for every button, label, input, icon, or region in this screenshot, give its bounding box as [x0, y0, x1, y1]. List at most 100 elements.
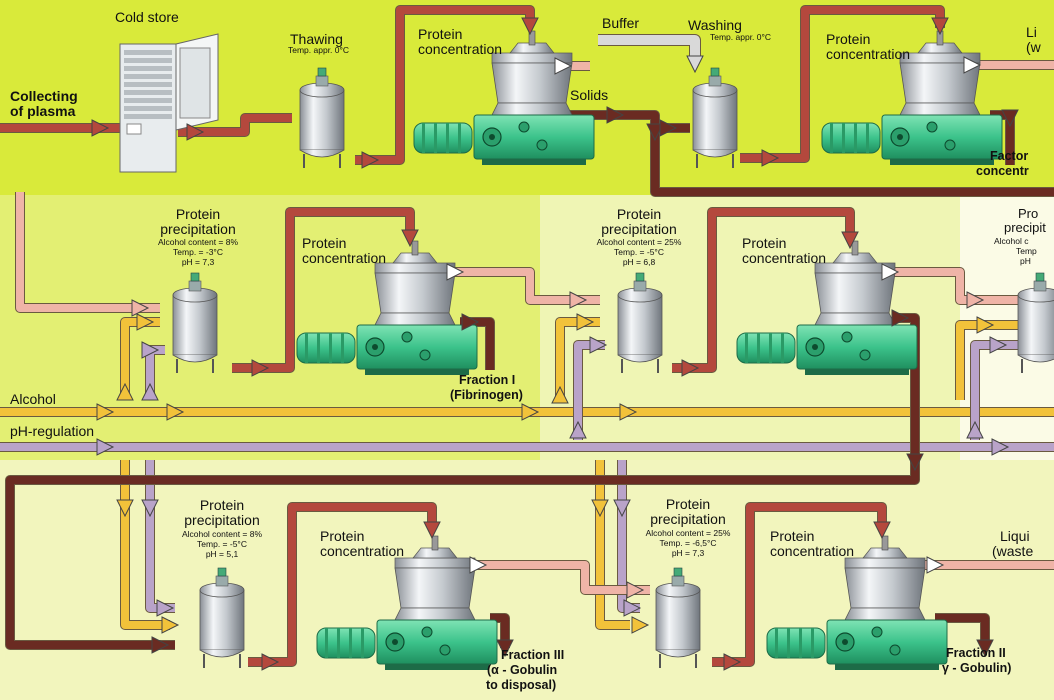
cold-store-label: Cold store [115, 9, 179, 25]
arrow-pp5-alcohol [976, 316, 995, 334]
pp4-param-3: pH = 7,3 [672, 548, 705, 558]
freezer-slat-1 [124, 58, 172, 63]
fraction3-label-2: (α - Gobulin [487, 663, 557, 677]
pc5-label-1: Protein [320, 528, 364, 544]
freezer-slat-5 [124, 90, 172, 95]
arrow-pp2-out [681, 359, 700, 377]
arrow-buffer-in [686, 55, 704, 74]
arrow-pp4-ph [623, 599, 642, 617]
pp2-label-1: Protein [617, 206, 661, 222]
to-thawing [178, 114, 292, 136]
thawing-temp: Temp. appr. 0°C [288, 45, 349, 55]
pc2-label-2: concentration [826, 46, 910, 62]
pp1-param-3: pH = 7,3 [182, 257, 215, 267]
fraction1-label-2: (Fibrinogen) [450, 388, 523, 402]
arrow-pp2-in [569, 291, 588, 309]
pp4-label-2: precipitation [650, 511, 726, 527]
equipment [119, 30, 1054, 671]
arrow-pc4-in [841, 231, 859, 250]
fraction2-label-2: γ - Gobulin) [942, 661, 1011, 675]
factor-label-1: Factor [990, 149, 1028, 163]
pc4-label-2: concentration [742, 250, 826, 266]
fraction3-label-1: Fraction III [501, 648, 564, 662]
pp1-param-2: Temp. = -3°C [173, 247, 223, 257]
solids-label: Solids [570, 87, 608, 103]
liquid-br-1: Liqui [1000, 528, 1030, 544]
pc1-label-1: Protein [418, 26, 462, 42]
arrow-alcohol-up-1 [116, 382, 134, 401]
arrow-alcohol-1 [96, 403, 115, 421]
pc3-label-1: Protein [302, 235, 346, 251]
arrow-pc2-liquid [963, 56, 982, 74]
pp-right-label-1: Pro [1018, 206, 1038, 221]
liquid-tr-2: (w [1026, 39, 1042, 55]
arrow-pc2-in [931, 17, 949, 36]
to-pc3 [232, 208, 414, 372]
freezer-slat-8 [124, 114, 172, 119]
fraction3-label-3: to disposal) [486, 678, 556, 692]
arrow-pc6-in [873, 521, 891, 540]
arrow-alcohol-4 [619, 403, 638, 421]
arrow-alcohol-up-2 [551, 385, 569, 404]
arrow-pc5-in [423, 521, 441, 540]
arrow-pp1-in [131, 299, 150, 317]
fraction1-label-1: Fraction I [459, 373, 515, 387]
dark-return [651, 130, 1054, 196]
freezer-label [126, 123, 142, 135]
pp3-param-2: Temp. = -5°C [197, 539, 247, 549]
pp2-param-2: Temp. = -5°C [614, 247, 664, 257]
arrow-ph-2 [991, 438, 1010, 456]
freezer-slat-6 [124, 98, 172, 103]
arrow-alcohol-2 [166, 403, 185, 421]
arrow-pc4-solids [891, 309, 910, 327]
freezer-slat-2 [124, 66, 172, 71]
arrow-fraction2 [976, 639, 994, 658]
fraction3-out [490, 614, 509, 648]
pc4-label-1: Protein [742, 235, 786, 251]
pp-right-param-1: Alcohol c [994, 236, 1029, 246]
pc2-label-1: Protein [826, 31, 870, 47]
arrow-pp4-out [723, 653, 742, 671]
pp3-param-3: pH = 5,1 [206, 549, 239, 559]
buffer-line [598, 35, 700, 60]
pc4-liquid [870, 268, 1054, 304]
arrow-ph-down-4 [613, 499, 631, 518]
arrow-fraction1 [461, 313, 480, 331]
alcohol-label: Alcohol [10, 391, 56, 407]
liquid-tr-1: Li [1026, 24, 1037, 40]
cold-store-freezer [119, 33, 219, 173]
fraction2-label-1: Fraction II [946, 646, 1006, 660]
arrow-pc4-liquid [881, 263, 900, 281]
pp4-param-1: Alcohol content = 25% [646, 528, 731, 538]
pc6-label-2: concentration [770, 543, 854, 559]
pp3-label-2: precipitation [184, 512, 260, 528]
ph-label: pH-regulation [10, 423, 94, 439]
arrow-factor [1001, 109, 1019, 128]
arrow-pp1-out [251, 359, 270, 377]
arrow-pc4-solids-down [906, 453, 924, 472]
pp2-param-3: pH = 6,8 [623, 257, 656, 267]
pc5-label-2: concentration [320, 543, 404, 559]
pc1-label-2: concentration [418, 41, 502, 57]
arrow-ph-down-3 [141, 499, 159, 518]
pc3-label-2: concentration [302, 250, 386, 266]
to-pp1 [16, 192, 160, 312]
arrow-pp1-alcohol [136, 313, 155, 331]
flow-arrows [91, 17, 1019, 671]
washing-label: Washing [688, 17, 742, 33]
arrow-solids-down [646, 123, 664, 142]
freezer-slat-4 [124, 82, 172, 87]
arrow-alcohol-3 [521, 403, 540, 421]
arrow-pc5-liquid [469, 556, 488, 574]
pp1-param-1: Alcohol content = 8% [158, 237, 239, 247]
arrow-thawing-out [361, 151, 380, 169]
arrow-fraction3 [496, 639, 514, 658]
arrow-ph-up-2 [569, 420, 587, 439]
arrow-pp5-ph [989, 336, 1008, 354]
pp3-label-1: Protein [200, 497, 244, 513]
to-pc2 [740, 6, 944, 162]
pp2-param-1: Alcohol content = 25% [597, 237, 682, 247]
pp-right-param-3: pH [1020, 256, 1031, 266]
arrow-pp4-in [626, 581, 645, 599]
pp2-label-2: precipitation [601, 221, 677, 237]
